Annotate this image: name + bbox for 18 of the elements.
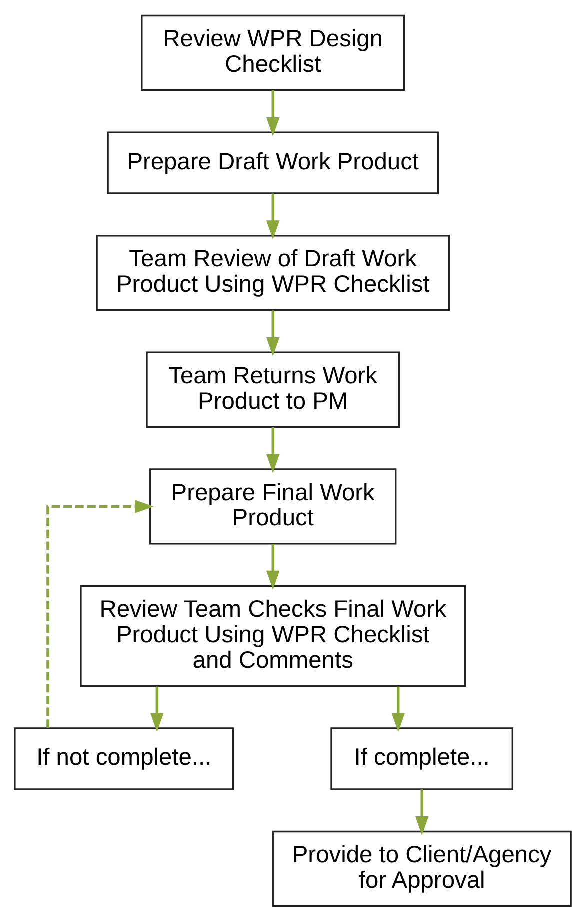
arrow [150, 686, 164, 732]
node-box: Team Returns Work Product to PM [146, 352, 400, 428]
node-box: Review Team Checks Final Work Product Using WPR Checklist and Comments [80, 585, 466, 687]
node-box: Provide to Client/Agency for Approval [272, 830, 572, 908]
node-box: Team Review of Draft Work Product Using WPR Checklist [96, 235, 450, 312]
arrow [266, 194, 280, 240]
arrow [415, 790, 429, 836]
node-box: Prepare Draft Work Product [107, 132, 440, 194]
node-box: If complete... [330, 728, 514, 790]
arrow [392, 686, 406, 732]
node-box: Review WPR Design Checklist [141, 14, 406, 92]
arrow [266, 544, 280, 590]
node-box: If not complete... [14, 728, 234, 790]
arrow [46, 500, 154, 728]
node-box: Prepare Final Work Product [150, 468, 397, 545]
arrow [266, 310, 280, 356]
arrow [266, 428, 280, 474]
arrow [266, 90, 280, 137]
